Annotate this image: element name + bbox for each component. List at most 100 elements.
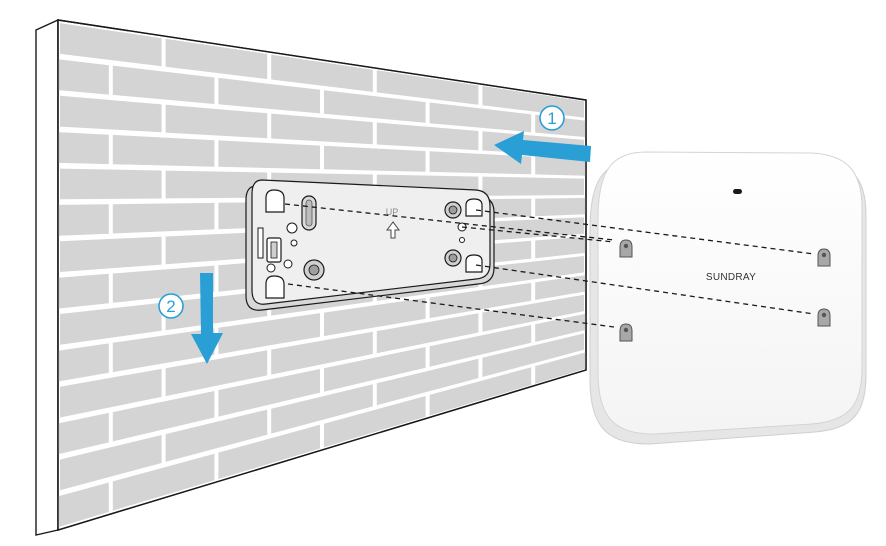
guide-line xyxy=(475,209,815,255)
brick xyxy=(429,282,532,319)
brick xyxy=(271,113,373,145)
brick xyxy=(165,231,268,265)
brick xyxy=(535,275,586,300)
brick xyxy=(324,396,426,448)
step-1: 1 xyxy=(494,105,591,164)
brick xyxy=(535,352,586,384)
device-mount-nub xyxy=(817,308,831,327)
brick xyxy=(58,132,109,165)
plate-up-label: UP xyxy=(386,207,399,217)
step-2: 2 xyxy=(158,273,223,364)
brick xyxy=(324,145,426,172)
brick xyxy=(324,90,426,123)
brick xyxy=(482,176,584,196)
status-led xyxy=(733,189,742,194)
brick xyxy=(112,202,215,234)
plate-hook-bottom-left xyxy=(265,275,285,299)
device-mount-nub xyxy=(817,248,831,267)
brick xyxy=(58,482,109,528)
brick xyxy=(58,343,109,382)
brand-logo-text: SUNDRAY xyxy=(706,272,756,283)
brick xyxy=(429,151,532,175)
plate-screw-hole xyxy=(286,222,298,234)
brick xyxy=(165,38,268,80)
brick xyxy=(112,328,215,373)
access-point-device: SUNDRAY xyxy=(589,151,867,445)
brick xyxy=(218,140,320,170)
brick xyxy=(112,265,215,303)
brick xyxy=(165,350,268,397)
brick xyxy=(58,273,109,309)
brick xyxy=(218,313,320,355)
brick xyxy=(376,313,479,354)
plate-hook-top-right xyxy=(465,198,483,217)
brick xyxy=(112,134,215,167)
alignment-guides xyxy=(284,203,815,328)
brick xyxy=(271,384,373,434)
arrow-down-icon xyxy=(191,273,223,364)
brick xyxy=(112,65,215,104)
guide-line xyxy=(287,283,615,328)
brick xyxy=(429,325,532,367)
step-1-number: 1 xyxy=(547,109,556,128)
plate-screw-hole xyxy=(290,239,298,247)
plate-screw-hole xyxy=(283,259,293,269)
guide-line xyxy=(475,264,815,315)
brick xyxy=(165,291,268,331)
plate-hook-top-left xyxy=(265,189,285,213)
brick xyxy=(60,302,162,345)
plate-latch xyxy=(257,227,264,259)
brick xyxy=(482,333,584,377)
arrow-left-icon xyxy=(494,131,591,164)
plate-slot-left-inner xyxy=(305,199,313,227)
brick xyxy=(271,331,373,375)
brick xyxy=(58,204,109,236)
brick xyxy=(271,54,373,92)
brick xyxy=(376,358,479,406)
brick xyxy=(535,236,586,259)
brick xyxy=(429,367,532,416)
brick xyxy=(535,197,586,217)
access-point-face xyxy=(597,151,863,435)
brick xyxy=(218,424,320,479)
brick xyxy=(535,313,586,342)
brick xyxy=(376,70,479,105)
plate-peg-right-top-inner xyxy=(448,205,458,215)
plate-switch-inner xyxy=(270,241,278,259)
step-2-badge xyxy=(158,293,184,319)
arrow-up-icon xyxy=(386,221,400,239)
brick xyxy=(165,409,268,462)
brick xyxy=(376,122,479,151)
brick xyxy=(429,102,532,133)
plate-hook-bottom-right xyxy=(465,254,483,273)
brick xyxy=(60,236,162,272)
device-mount-nub xyxy=(619,323,633,342)
brick xyxy=(535,156,586,176)
brick xyxy=(218,369,320,417)
step-2-number: 2 xyxy=(166,297,175,316)
wall-side-edge xyxy=(35,18,59,536)
step-1-badge xyxy=(539,105,565,131)
brick-wall xyxy=(35,18,587,536)
guide-line xyxy=(284,203,615,241)
brick xyxy=(482,256,584,287)
guide-line xyxy=(461,226,615,243)
brick xyxy=(482,294,584,332)
mounting-plate: UP xyxy=(245,179,495,311)
plate-peg-left-inner xyxy=(308,264,320,276)
brick xyxy=(165,170,268,199)
device-mount-nub xyxy=(619,239,633,258)
brick xyxy=(482,217,584,242)
brick xyxy=(60,23,162,67)
brick xyxy=(165,104,268,139)
brick xyxy=(60,368,162,418)
brick xyxy=(112,453,215,511)
brick xyxy=(58,59,109,95)
brick xyxy=(60,435,162,491)
brick xyxy=(60,168,162,200)
plate-screw-hole xyxy=(266,263,276,273)
brick xyxy=(324,347,426,392)
plate-peg-right-bottom-inner xyxy=(448,253,458,263)
brick xyxy=(218,77,320,114)
